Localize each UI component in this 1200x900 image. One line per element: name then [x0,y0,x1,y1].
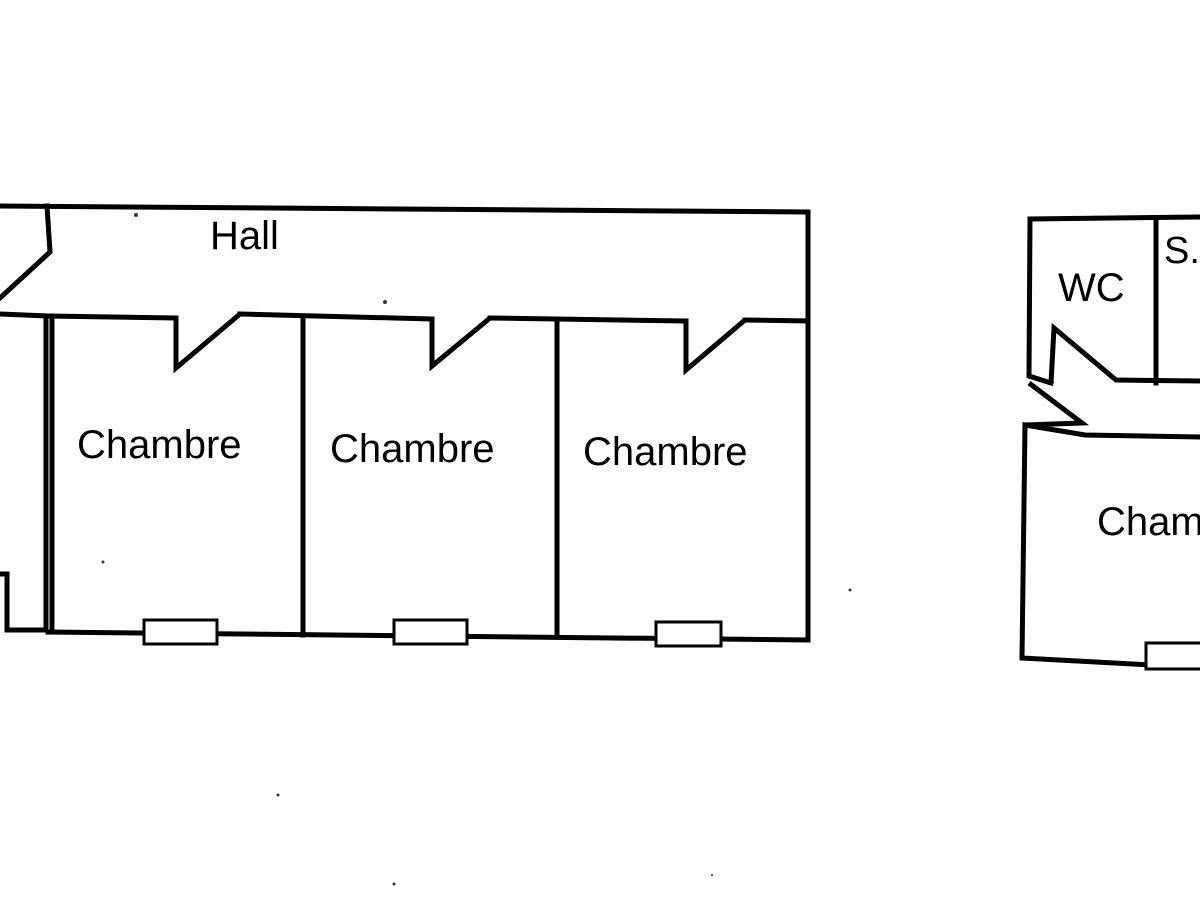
hall-bedroom-wall [0,311,811,324]
room-label-chambre-4: Cham [1097,500,1200,544]
room-label-wc: WC [1058,266,1125,310]
entry-stub-wall [0,203,53,302]
window-chambre-1 [142,618,219,646]
left-block [0,203,811,648]
door-chambre-1 [173,312,242,374]
room-label-chambre-2: Chambre [330,427,495,471]
outer-wall-top-right [0,203,811,643]
right-block [1019,214,1200,671]
wc-outer-wall [1026,214,1200,387]
room-label-sdb: S. [1164,230,1200,272]
room-label-chambre-1: Chambre [77,423,242,467]
door-corridor [1024,381,1090,428]
window-chambre-2 [392,618,469,646]
bedroom-4-walls [1019,422,1200,669]
door-chambre-2 [429,316,492,372]
door-chambre-3 [683,318,747,376]
door-wc [1048,322,1200,384]
scan-specks [101,213,852,886]
left-corner-fragment [0,571,47,633]
window-chambre-3 [654,620,723,648]
room-label-chambre-3: Chambre [583,430,748,474]
room-label-hall: Hall [210,214,279,258]
window-chambre-4 [1144,641,1200,671]
